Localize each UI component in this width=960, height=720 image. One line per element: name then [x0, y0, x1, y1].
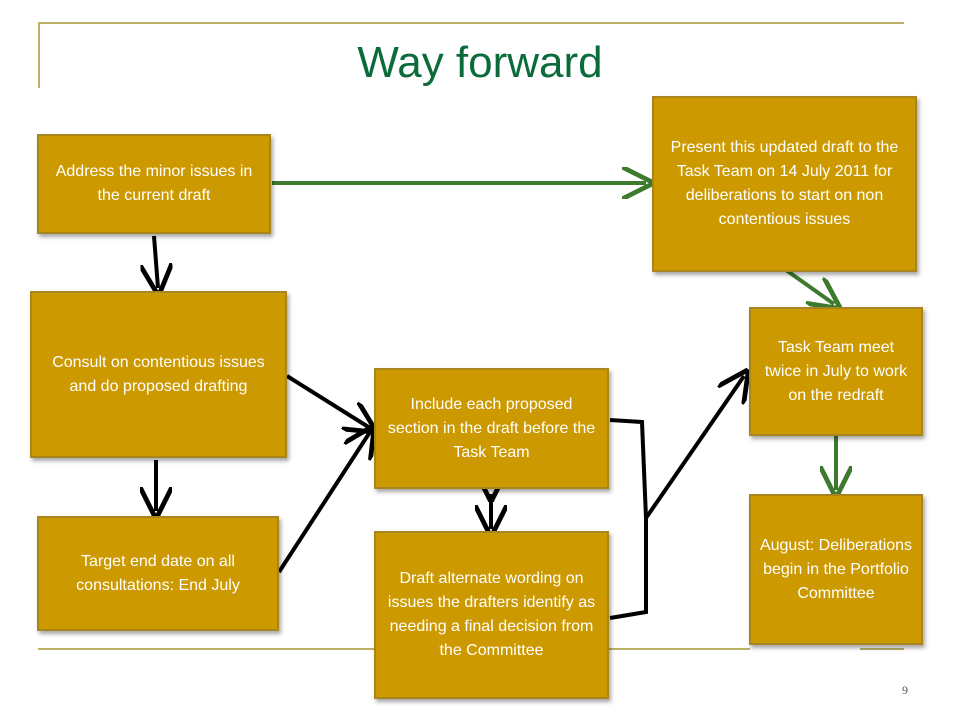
bracket-connector	[609, 418, 648, 620]
task-team-meet-box: Task Team meet twice in July to work on …	[749, 307, 923, 436]
arrow-bracket-to-task-team	[644, 376, 744, 520]
slide-title: Way forward	[357, 38, 603, 87]
top-frame-line	[38, 22, 904, 24]
august-deliberations-box: August: Deliberations begin in the Portf…	[749, 494, 923, 645]
present-draft-box: Present this updated draft to the Task T…	[652, 96, 917, 272]
bottom-frame-line-right	[608, 648, 750, 650]
left-frame-line	[38, 22, 40, 88]
consult-contentious-box: Consult on contentious issues and do pro…	[30, 291, 287, 458]
bottom-frame-line-end	[860, 648, 904, 650]
arrow-address-to-consult	[154, 235, 158, 288]
arrow-consult-to-include	[285, 374, 370, 428]
draft-alternate-wording-box: Draft alternate wording on issues the dr…	[374, 531, 609, 699]
page-number: 9	[902, 683, 908, 697]
arrow-present-to-task-team	[784, 268, 834, 304]
address-minor-issues-box: Address the minor issues in the current …	[37, 134, 271, 234]
include-section-box: Include each proposed section in the dra…	[374, 368, 609, 489]
target-end-date-box: Target end date on all consultations: En…	[37, 516, 279, 631]
bottom-frame-line	[38, 648, 374, 650]
arrow-target-to-include	[277, 432, 370, 574]
